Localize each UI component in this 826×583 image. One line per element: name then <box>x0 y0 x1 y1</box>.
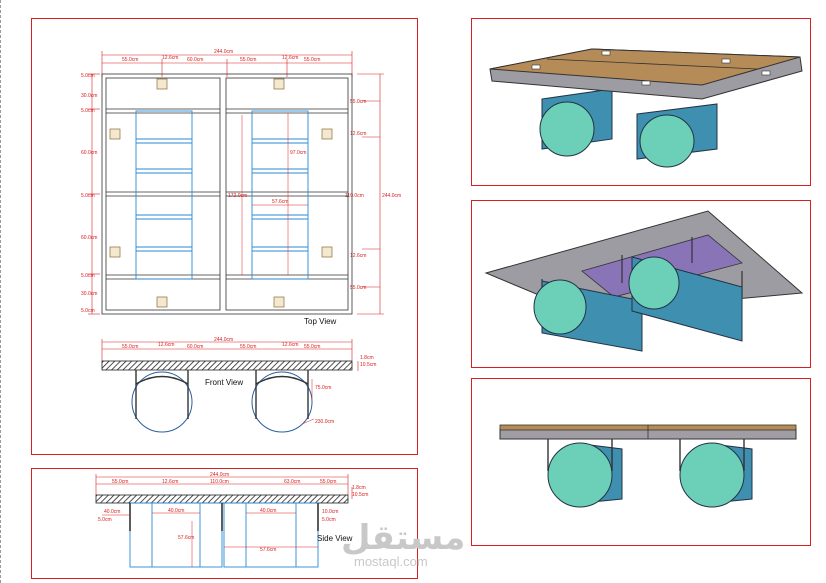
dim-12-right: 12.6cm <box>282 55 298 61</box>
iso-view-bottom <box>484 210 804 352</box>
dim-40-side-b: 40.0cm <box>260 508 276 514</box>
top-front-drawing: 244.0cm 55.0cm 12.6cm 60.0cm 55.0cm 12.6… <box>81 49 401 433</box>
dim-57-inner: 57.6cm <box>272 199 288 205</box>
dim-overall-top: 244.0cm <box>214 49 233 55</box>
side-deck <box>95 494 349 504</box>
dim-1-8: 1.8cm <box>360 355 374 361</box>
dim-230-front: 230.0cm <box>315 419 334 425</box>
dim-55-mid: 55.0cm <box>240 57 256 63</box>
dim-overall-front: 244.0cm <box>214 337 233 343</box>
dim-75-front: 75.0cm <box>315 385 331 391</box>
dim-60-l2: 60.0cm <box>81 235 97 241</box>
front-deck <box>101 360 353 371</box>
dim-10-5-side: 10.5cm <box>352 492 368 498</box>
dim-55-side-l: 55.0cm <box>112 479 128 485</box>
dim-12-r2: 12.6cm <box>350 253 366 259</box>
watermark-arabic: مستقل <box>341 518 466 558</box>
dim-30-l2: 30.0cm <box>81 291 97 297</box>
dim-55-r2: 55.0cm <box>350 285 366 291</box>
dim-overall-right: 244.0cm <box>382 193 401 199</box>
dim-40-side-a: 40.0cm <box>168 508 184 514</box>
dim-30-l1: 30.0cm <box>81 93 97 99</box>
dim-55-front-m: 55.0cm <box>240 344 256 350</box>
iso-view-bottom-frame <box>471 200 811 368</box>
side-drawing: 244.0cm 55.0cm 12.6cm 110.0cm 63.0cm 55.… <box>95 472 368 568</box>
side-view-label: Side View <box>317 534 353 543</box>
side-view-frame: 244.0cm 55.0cm 12.6cm 110.0cm 63.0cm 55.… <box>31 468 418 579</box>
dim-97-inner: 97.0cm <box>290 150 306 156</box>
dim-5-side: 5.0cm <box>98 517 112 523</box>
dim-57-side-b: 57.6cm <box>260 547 276 553</box>
dim-60-a: 60.0cm <box>187 57 203 63</box>
dim-10-5: 10.5cm <box>360 362 376 368</box>
dim-12-front-r: 12.6cm <box>282 342 298 348</box>
dim-12-left: 12.6cm <box>162 55 178 61</box>
watermark-latin: mostaql.com <box>354 554 428 569</box>
dim-5-l5: 5.0cm <box>81 308 95 314</box>
dim-overall-side: 244.0cm <box>210 472 229 478</box>
dim-55-right: 55.0cm <box>304 57 320 63</box>
dim-57-side: 57.6cm <box>178 535 194 541</box>
dim-1-8-side: 1.8cm <box>352 485 366 491</box>
top-front-view-frame: 244.0cm 55.0cm 12.6cm 60.0cm 55.0cm 12.6… <box>31 18 418 455</box>
iso-view-top <box>489 48 803 168</box>
dim-10-side: 10.0cm <box>322 509 338 515</box>
dim-55-side-r: 55.0cm <box>320 479 336 485</box>
dim-60-front: 60.0cm <box>187 344 203 350</box>
dim-55-front-l: 55.0cm <box>122 344 138 350</box>
dim-5-l4: 5.0cm <box>81 273 95 279</box>
dim-12-side-l: 12.6cm <box>162 479 178 485</box>
dim-55-left: 55.0cm <box>122 57 138 63</box>
dim-110-right: 110.0cm <box>345 193 364 199</box>
top-view-label: Top View <box>304 317 337 326</box>
dim-5-l2: 5.0cm <box>81 108 95 114</box>
dim-55-r1: 55.0cm <box>350 99 366 105</box>
dim-5-l1: 5.0cm <box>81 73 95 79</box>
dim-5-l3: 5.0cm <box>81 193 95 199</box>
dim-110-side: 110.0cm <box>210 479 229 485</box>
dim-172-inner: 172.0cm <box>228 193 247 199</box>
iso-view-side <box>499 424 797 508</box>
front-view-label: Front View <box>205 378 243 387</box>
iso-view-side-frame <box>471 378 811 546</box>
dim-12-front-l: 12.6cm <box>158 342 174 348</box>
dim-20-side: 40.0cm <box>104 509 120 515</box>
dim-63-side: 63.0cm <box>284 479 300 485</box>
iso-view-top-frame <box>471 18 811 186</box>
dim-12-r1: 12.6cm <box>350 131 366 137</box>
dim-60-l: 60.0cm <box>81 150 97 156</box>
dim-5-side-r: 5.0cm <box>322 517 336 523</box>
dim-55-front-r: 55.0cm <box>304 344 320 350</box>
